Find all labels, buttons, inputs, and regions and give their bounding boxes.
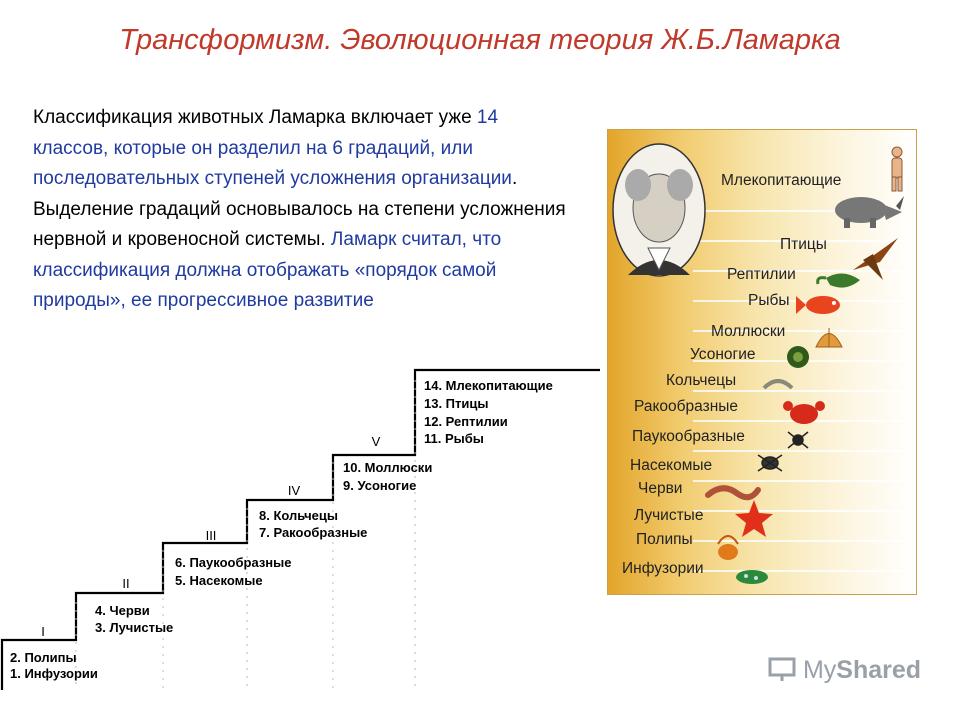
gradation-staircase: I II III IV V 1. Инфузории 2. Полипы 3. … [0,368,600,690]
description-paragraph: Классификация животных Ламарка включает … [33,103,568,317]
panel-label-reptiles: Рептилии [727,266,796,283]
gradation-I: I [41,624,45,639]
insect-icon [757,454,783,472]
polyp-icon [717,535,739,560]
class-9: 9. Усоногие [343,478,416,493]
panel-label-birds: Птицы [780,236,827,253]
panel-label-mammals: Млекопитающие [721,172,842,189]
paragraph-part-1: Классификация животных Ламарка включает … [33,107,477,128]
annelid-icon [762,379,794,390]
paragraph-part-2-highlight: 14 классов, которые он разделил на 6 гра… [33,107,512,189]
infusoria-icon [736,570,768,584]
lamarck-portrait [612,143,706,277]
class-11: 11. Рыбы [424,431,484,446]
eagle-icon [853,238,898,280]
class-12: 12. Рептилии [424,414,508,429]
class-5: 5. Насекомые [175,573,263,588]
slide-title: Трансформизм. Эволюционная теория Ж.Б.Ла… [119,24,841,56]
class-13: 13. Птицы [424,396,488,411]
panel-label-arachnids: Паукообразные [632,428,745,445]
presentation-icon [768,657,796,681]
class-8: 8. Кольчецы [259,508,338,523]
paragraph-part-3: . Выделение градаций основывалось на сте… [33,168,566,250]
class-1: 1. Инфузории [10,666,98,681]
gradation-V: V [372,434,381,449]
spider-icon [787,431,809,449]
rhinoceros-icon [835,196,904,228]
panel-label-infusoria: Инфузории [622,560,704,577]
class-2: 2. Полипы [10,650,77,665]
lizard-icon [816,273,860,288]
panel-illustrations [612,143,904,584]
starfish-icon [735,500,773,537]
worm-icon [705,485,761,501]
class-14: 14. Млекопитающие [424,378,553,393]
panel-label-fish: Рыбы [748,292,790,309]
panel-label-insects: Насекомые [630,457,713,474]
class-3: 3. Лучистые [95,620,173,635]
panel-label-barnacles: Усоногие [690,346,756,363]
class-6: 6. Паукообразные [175,555,291,570]
panel-label-mollusks: Моллюски [711,323,786,340]
staircase-line [0,368,600,690]
human-icon [891,146,903,192]
gradation-IV: IV [288,483,301,498]
gradation-II: II [122,576,129,591]
class-7: 7. Ракообразные [259,525,367,540]
panel-label-radiata: Лучистые [634,507,704,524]
crab-icon [783,401,825,424]
panel-label-polyps: Полипы [636,531,693,548]
panel-label-annelids: Кольчецы [666,372,737,389]
class-4: 4. Черви [95,603,150,618]
paragraph-part-4-highlight: Ламарк считал, что классификация должна … [33,229,502,311]
shell-icon [815,328,843,348]
class-10: 10. Моллюски [343,460,432,475]
watermark-my: My [802,656,837,684]
barnacle-icon [787,346,809,368]
watermark-shared: Shared [836,656,922,684]
fish-icon [796,296,840,314]
animal-ladder-panel: Млекопитающие Птицы Рептилии Рыбы Моллюс… [607,129,917,595]
gradation-III: III [206,528,217,543]
myshared-watermark: MyShared [768,656,921,685]
panel-label-crustaceans: Ракообразные [634,398,739,415]
panel-label-worms: Черви [638,480,683,497]
